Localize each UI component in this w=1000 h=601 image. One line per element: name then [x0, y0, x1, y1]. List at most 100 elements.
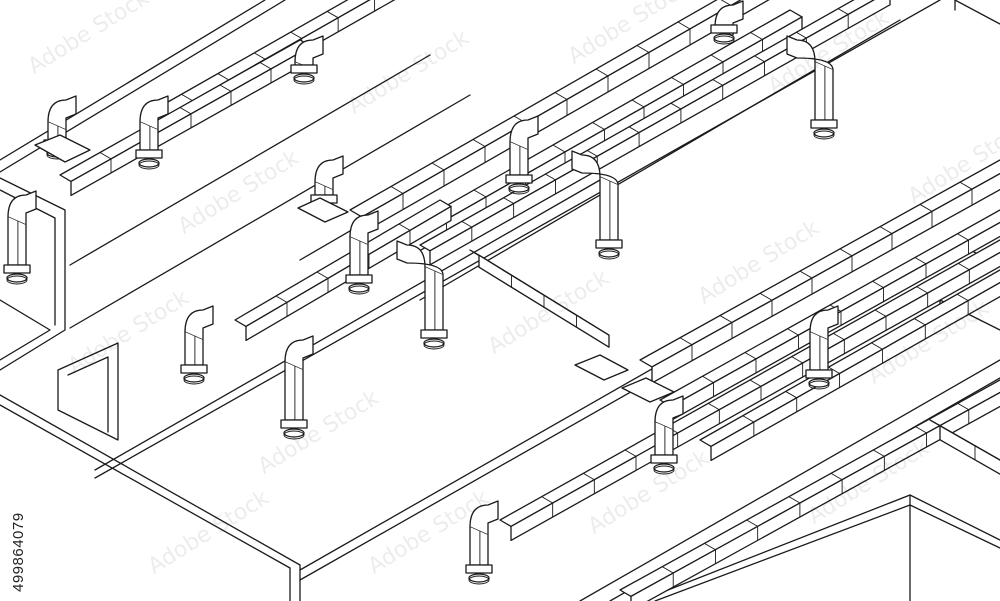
diffuser-foot-rim — [713, 35, 735, 45]
diffuser-foot-rim — [348, 285, 370, 295]
duct-joint — [742, 415, 755, 437]
duct-joint — [746, 519, 759, 541]
duct-joint — [788, 496, 801, 518]
duct-joint — [750, 32, 763, 56]
duct-joint — [545, 173, 556, 194]
duct-joint — [956, 293, 969, 315]
takeoff-collars — [34, 134, 675, 403]
duct-top-face — [499, 239, 1000, 528]
drop-pipe — [814, 62, 834, 121]
duct-joint — [671, 77, 684, 101]
diffuser-foot — [138, 158, 160, 168]
duct-section — [234, 199, 452, 342]
diffuser-collar — [465, 564, 493, 574]
drop-elbow — [505, 115, 539, 195]
drop-elbow — [3, 190, 37, 285]
elbow-fitting — [786, 35, 834, 71]
duct-joint — [534, 289, 545, 308]
room-wall — [0, 394, 301, 601]
takeoff-collar — [621, 377, 675, 403]
duct-joint — [719, 315, 733, 339]
duct-top-face — [349, 0, 742, 218]
duct-joint — [833, 332, 845, 354]
diffuser-collar — [805, 369, 833, 379]
duct-joint — [957, 402, 970, 424]
elbow-fitting — [396, 240, 444, 276]
drop-elbow — [650, 395, 684, 475]
diffuser-foot — [293, 73, 315, 83]
duct-joint — [839, 248, 853, 272]
elbow-fitting — [7, 190, 37, 226]
drop-pipe — [424, 267, 444, 331]
diffuser-collar — [180, 364, 208, 374]
drop-elbow — [710, 0, 744, 45]
elbow-fitting — [314, 155, 344, 191]
duct-joint — [759, 292, 773, 317]
stock-id-text: 499864079 — [10, 512, 27, 592]
duct-joint — [99, 152, 112, 173]
duct-joint — [374, 0, 376, 12]
duct-joint — [708, 402, 720, 424]
elbow-fitting — [809, 305, 839, 341]
diffuser-collar — [280, 419, 308, 429]
duct-joint — [179, 107, 192, 128]
duct-joint — [431, 162, 445, 186]
duct-joint — [749, 379, 762, 401]
duct-joint — [316, 271, 329, 293]
drop-elbow — [396, 240, 448, 350]
duct-joint — [541, 496, 554, 518]
elbow-fitting — [349, 210, 379, 246]
duct-top-face — [419, 0, 876, 252]
duct-joint — [879, 226, 893, 250]
duct-section — [619, 379, 1000, 601]
duct-joint — [914, 318, 926, 339]
room-wall — [0, 299, 51, 361]
diffuser-collar — [505, 174, 533, 184]
beam-line — [94, 179, 601, 471]
diffuser-foot-rim — [508, 185, 530, 195]
doorway — [57, 342, 119, 441]
duct-joint — [964, 439, 976, 460]
duct-joint — [785, 391, 798, 412]
duct-joint — [631, 99, 645, 123]
diffuser-foot-rim — [598, 250, 620, 260]
diffuser-collar — [810, 119, 838, 129]
elbow-fitting — [139, 95, 169, 131]
duct-joint — [275, 295, 288, 317]
drop-pipe — [7, 217, 27, 266]
diffuser-foot — [423, 338, 445, 348]
duct-joint — [712, 79, 724, 100]
diffuser-foot-rim — [468, 575, 490, 585]
diffuser-foot-rim — [138, 160, 160, 170]
elbow-fitting — [571, 150, 619, 186]
drop-pipe — [284, 362, 304, 421]
duct-side-face — [429, 0, 891, 266]
elbow-fitting — [509, 115, 539, 151]
duct-joint — [661, 566, 674, 588]
drop-elbow — [805, 305, 839, 390]
drop-elbow — [345, 210, 379, 295]
duct-joint — [677, 21, 691, 45]
diffuser-foot-rim — [808, 380, 830, 390]
duct-joint — [219, 84, 232, 106]
duct-joint — [636, 45, 650, 69]
drop-elbow — [180, 305, 214, 385]
diffuser-foot — [813, 128, 835, 138]
duct-joint — [502, 269, 512, 288]
duct-side-face — [939, 425, 1000, 475]
duct-joint — [871, 342, 883, 364]
elbow-fitting — [284, 335, 314, 371]
duct-joint — [503, 197, 515, 218]
diffuser-collar — [650, 454, 678, 464]
duct-joint — [583, 472, 595, 494]
duct-joint — [919, 204, 933, 228]
duct-joint — [916, 286, 929, 308]
duct-joint — [915, 426, 928, 448]
diffuser-foot — [348, 283, 370, 293]
duct-joint — [754, 55, 765, 76]
room-wall — [954, 0, 1000, 25]
duct-joint — [957, 233, 969, 255]
diffuser-drops — [3, 0, 839, 585]
duct-joint — [791, 356, 804, 378]
diffuser-foot-rim — [283, 430, 305, 440]
